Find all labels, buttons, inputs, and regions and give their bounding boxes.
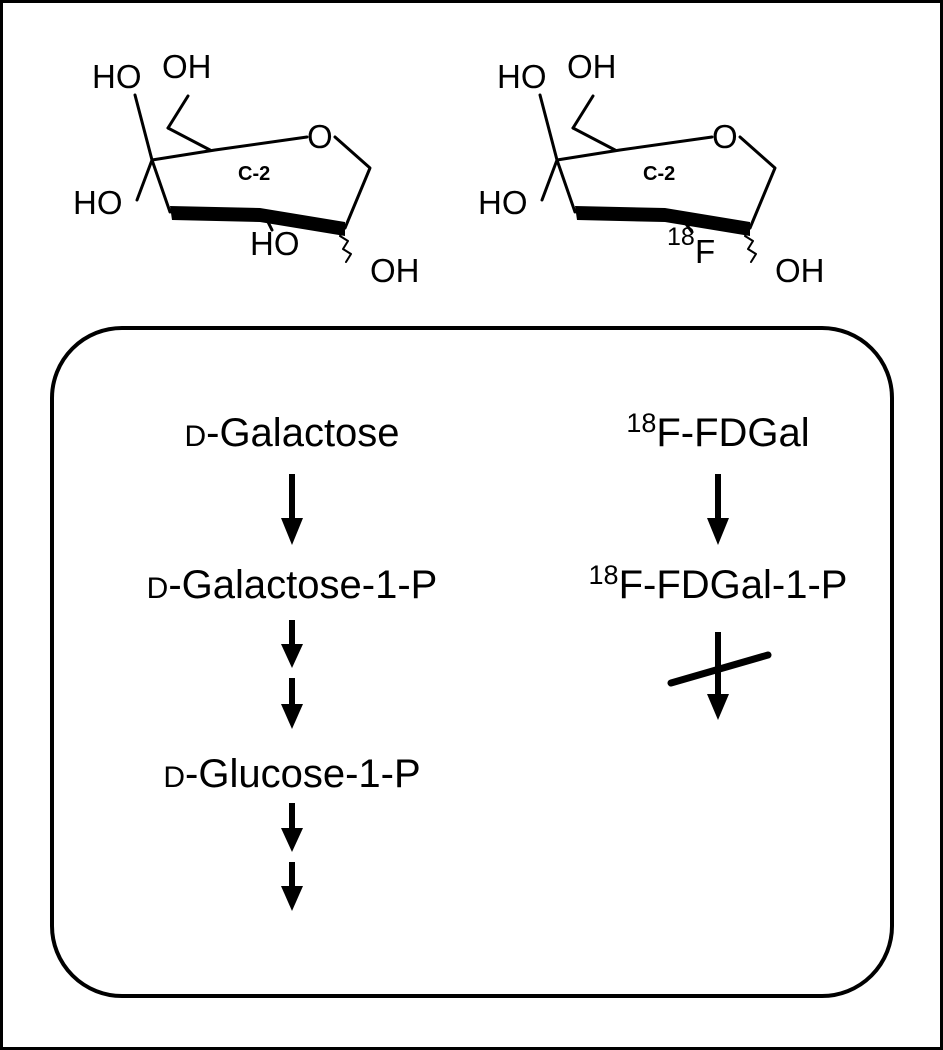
label-c2: C-2 (643, 163, 675, 185)
arrow-2b (281, 678, 303, 729)
arrow-4 (707, 474, 729, 545)
label-ho-top: HO (92, 58, 142, 95)
node-d-galactose-1-p: D-Galactose-1-P (147, 563, 438, 607)
pathway-box (50, 326, 894, 998)
label-oh-top: OH (162, 48, 212, 85)
label-ring-oxygen: O (307, 118, 333, 155)
label-oh-anomeric: OH (370, 252, 420, 289)
node-18f-fdgal-1-p: 18F-FDGal-1-P (589, 560, 848, 607)
label-ring-oxygen: O (712, 118, 738, 155)
arrow-3a (281, 803, 303, 852)
right-pathway: 18F-FDGal 18F-FDGal-1-P (589, 408, 848, 720)
label-isotope-18: 18 (667, 223, 695, 251)
label-oh-anomeric: OH (775, 252, 825, 289)
galactose-structure: HO OH O C-2 HO HO OH (73, 48, 420, 289)
fdgal-structure: HO OH O C-2 HO 18 F OH (478, 48, 825, 289)
node-d-glucose-1-p: D-Glucose-1-P (163, 752, 420, 796)
label-oh-top: OH (567, 48, 617, 85)
arrow-blocked (707, 632, 729, 720)
block-mark (667, 651, 772, 687)
arrow-3b (281, 862, 303, 911)
arrow-2a (281, 620, 303, 668)
label-c2: C-2 (238, 163, 270, 185)
arrow-1 (281, 474, 303, 545)
label-ho-c2: HO (250, 225, 300, 262)
label-ho-top: HO (497, 58, 547, 95)
node-d-galactose: D-Galactose (184, 411, 399, 455)
label-fluorine: F (695, 233, 715, 270)
node-18f-fdgal: 18F-FDGal (626, 408, 809, 455)
label-ho-left: HO (478, 184, 528, 221)
label-ho-left: HO (73, 184, 123, 221)
left-pathway: D-Galactose D-Galactose-1-P D-Glucose-1-… (147, 411, 438, 911)
